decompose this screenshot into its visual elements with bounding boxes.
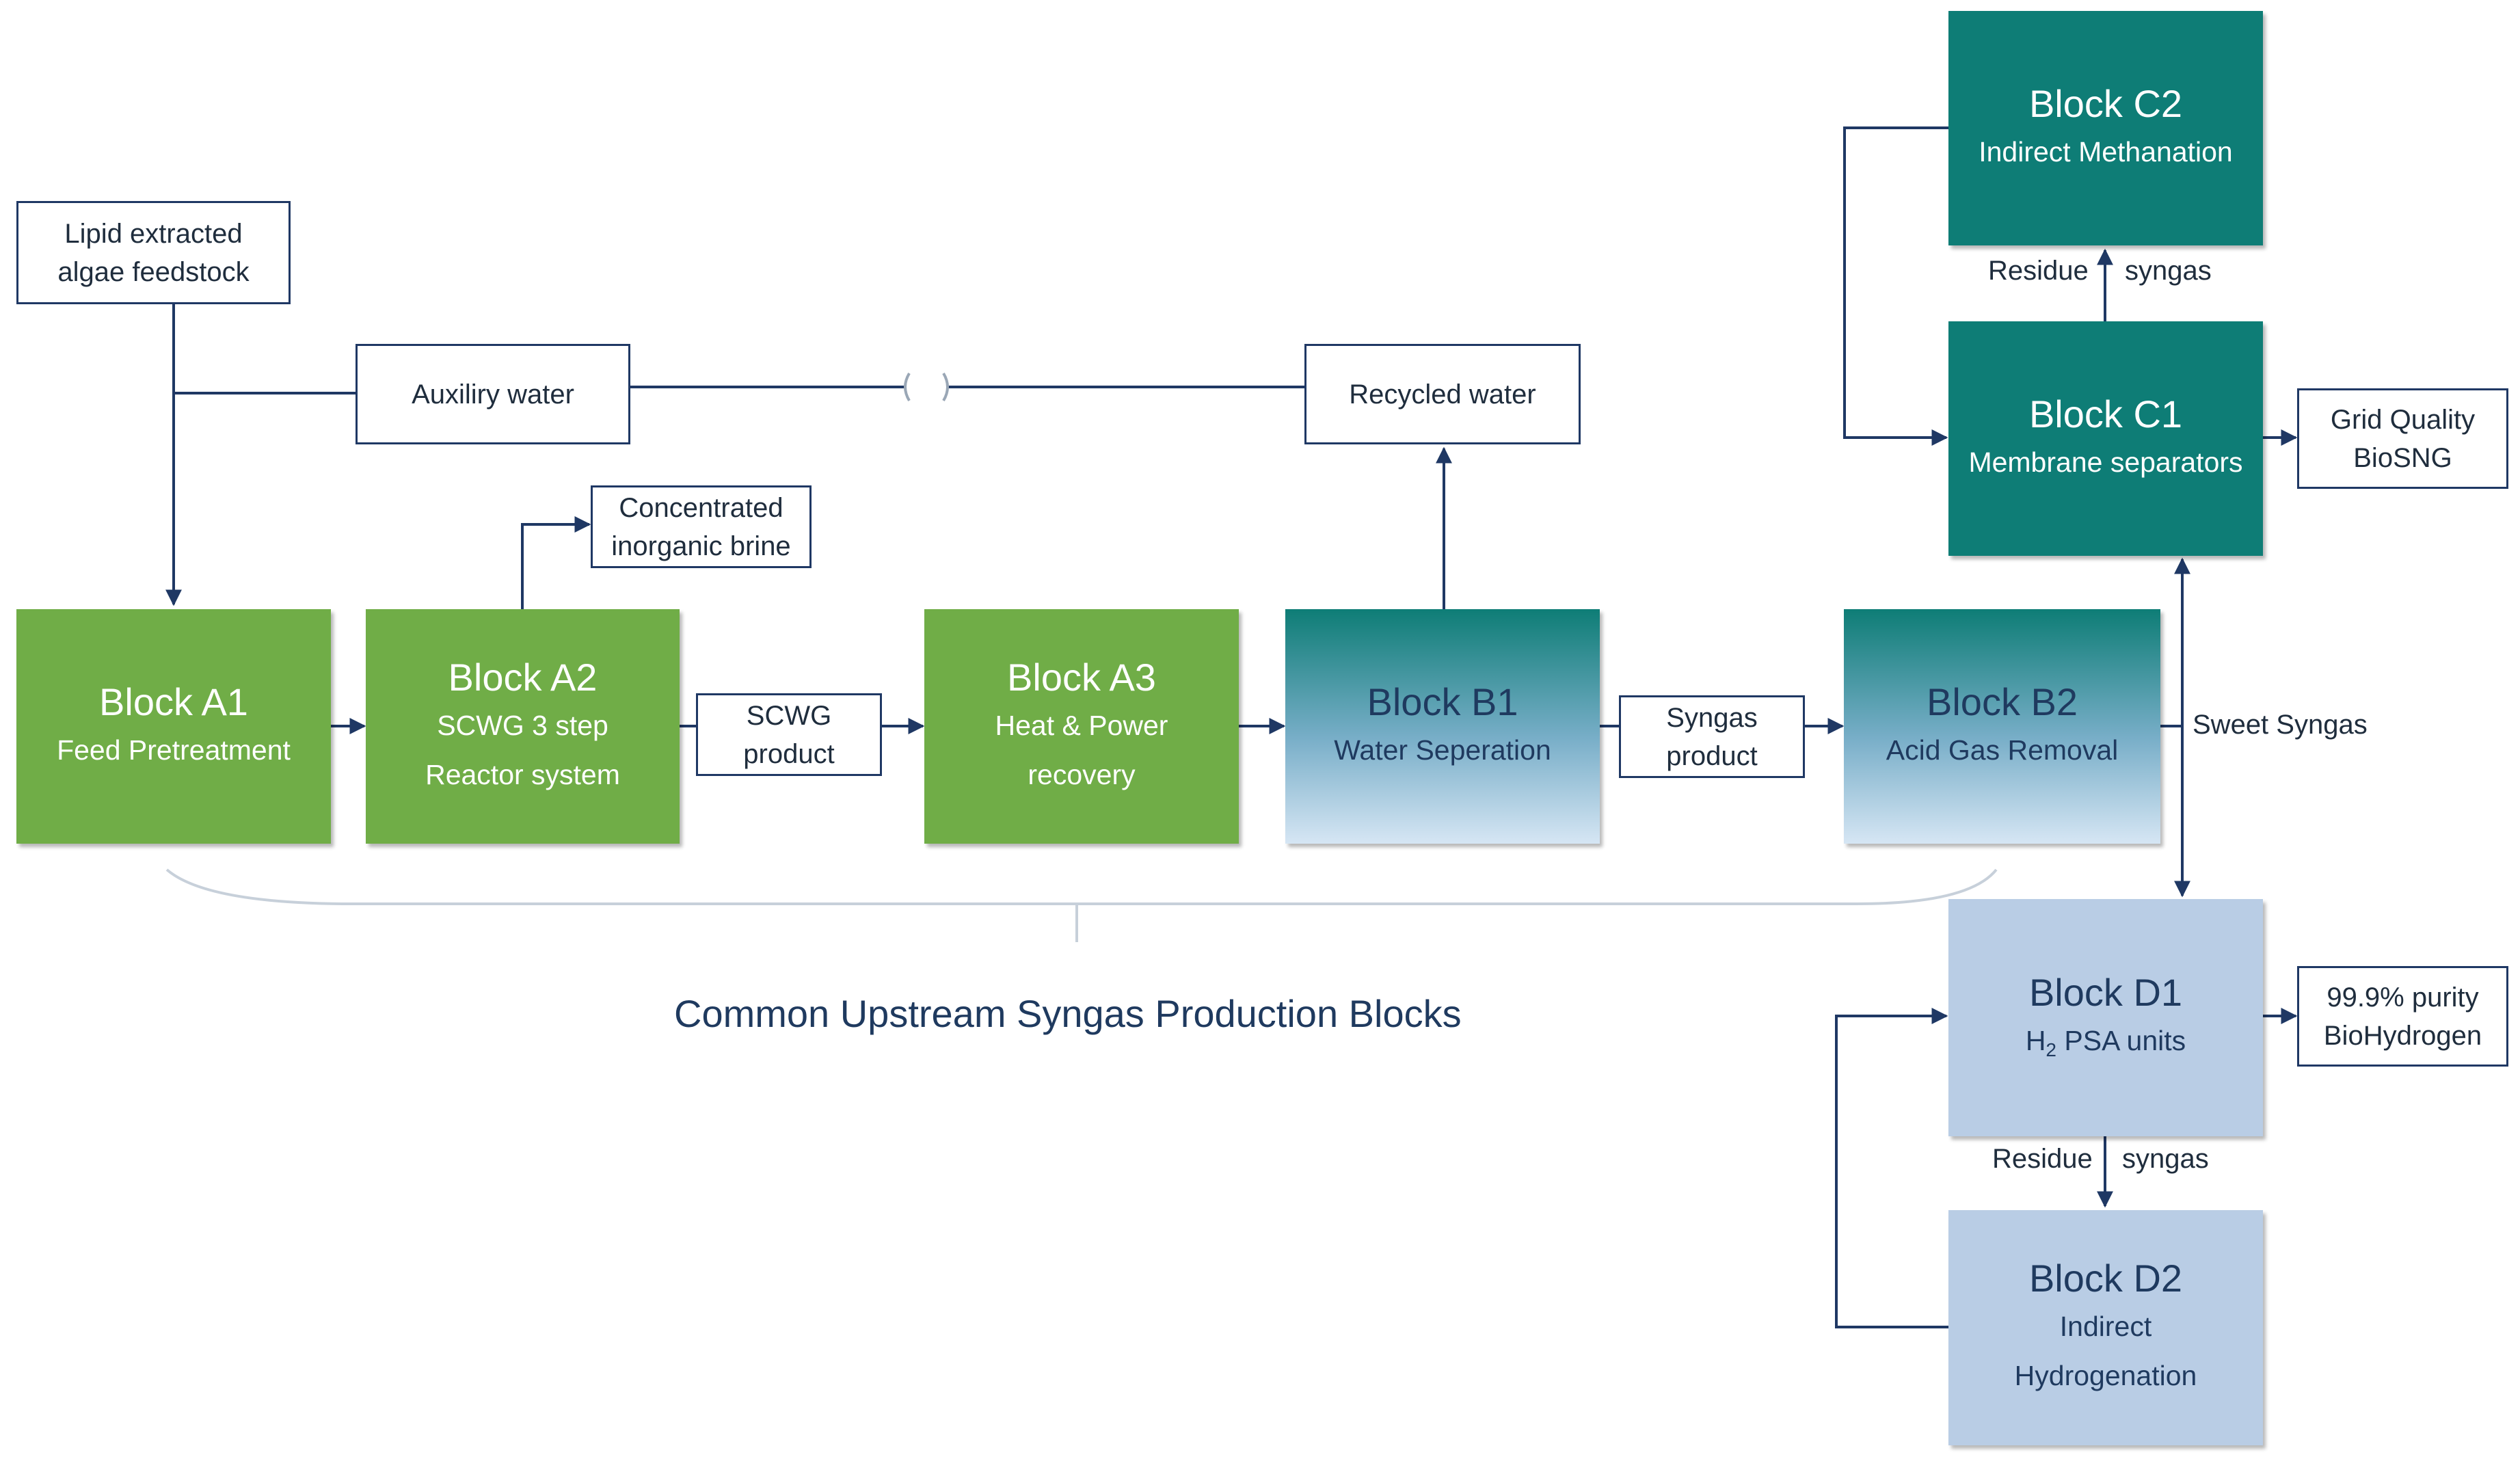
- block-d2-subtitle-line1: Indirect: [2059, 1311, 2152, 1343]
- block-d1-subtitle-subscript: 2: [2046, 1039, 2056, 1061]
- block-a3-title: Block A3: [1007, 655, 1156, 699]
- block-b2-subtitle: Acid Gas Removal: [1886, 734, 2119, 766]
- block-d1-subtitle-suffix: PSA units: [2056, 1024, 2186, 1056]
- syngas-product-line2: product: [1666, 740, 1758, 771]
- scwg-product-box: SCWG product: [696, 693, 882, 776]
- scwg-product-line1: SCWG: [746, 700, 832, 731]
- block-b2-title: Block B2: [1927, 680, 2078, 723]
- block-b1: Block B1 Water Seperation: [1285, 609, 1600, 844]
- block-c1-subtitle: Membrane separators: [1968, 446, 2243, 478]
- syngas-label-c: syngas: [2125, 256, 2212, 286]
- block-c2: Block C2 Indirect Methanation: [1948, 11, 2263, 245]
- block-a1-subtitle: Feed Pretreatment: [57, 734, 291, 766]
- a2-to-brine-arrow: [521, 516, 591, 609]
- recycled-water-label: Recycled water: [1349, 379, 1536, 410]
- block-a3: Block A3 Heat & Power recovery: [924, 609, 1239, 844]
- block-b1-title: Block B1: [1367, 680, 1518, 723]
- grid-biosng-line1: Grid Quality: [2330, 404, 2476, 435]
- block-a2-subtitle-line2: Reactor system: [425, 758, 620, 790]
- block-c1-title: Block C1: [2028, 392, 2183, 436]
- residue-label-c: Residue: [1988, 256, 2089, 286]
- block-d2-subtitle-line2: Hydrogenation: [2014, 1360, 2197, 1391]
- d2-residue-loop-arrow: [1835, 1008, 1948, 1328]
- block-a2-subtitle-line1: SCWG 3 step: [437, 709, 608, 741]
- upstream-group-brace: [165, 868, 1998, 905]
- line-crossing-break: [904, 372, 949, 402]
- syngas-product-box: Syngas product: [1619, 695, 1805, 778]
- block-a3-subtitle-line2: recovery: [1028, 758, 1136, 790]
- block-b2: Block B2 Acid Gas Removal: [1844, 609, 2160, 844]
- feedstock-box: Lipid extracted algae feedstock: [16, 201, 291, 304]
- biohydrogen-box: 99.9% purity BioHydrogen: [2297, 966, 2508, 1067]
- block-c1: Block C1 Membrane separators: [1948, 321, 2263, 556]
- block-d1: Block D1 H2 PSA units: [1948, 899, 2263, 1136]
- grid-biosng-box: Grid Quality BioSNG: [2297, 388, 2508, 489]
- feedstock-line2: algae feedstock: [57, 256, 250, 287]
- residue-label-d: Residue: [1992, 1144, 2093, 1174]
- block-d1-subtitle-prefix: H: [2025, 1024, 2046, 1056]
- syngas-product-line1: Syngas: [1666, 702, 1758, 733]
- block-a3-subtitle-line1: Heat & Power: [995, 709, 1168, 741]
- biohydrogen-line1: 99.9% purity: [2327, 982, 2479, 1013]
- block-d2-title: Block D2: [2028, 1257, 2183, 1300]
- scwg-product-line2: product: [743, 738, 835, 769]
- block-d1-title: Block D1: [2028, 970, 2183, 1014]
- c2-residue-loop-arrow: [1843, 126, 1948, 446]
- grid-biosng-line2: BioSNG: [2353, 442, 2452, 473]
- block-c2-subtitle: Indirect Methanation: [1979, 135, 2233, 168]
- block-a2-title: Block A2: [448, 655, 598, 699]
- block-d1-subtitle: H2 PSA units: [2026, 1017, 2186, 1067]
- block-b1-subtitle: Water Seperation: [1334, 734, 1551, 766]
- brine-box: Concentrated inorganic brine: [591, 485, 812, 568]
- upstream-group-label: Common Upstream Syngas Production Blocks: [674, 992, 1462, 1035]
- auxiliary-water-box: Auxiliry water: [356, 344, 630, 444]
- feedstock-line1: Lipid extracted: [64, 218, 243, 249]
- block-a2: Block A2 SCWG 3 step Reactor system: [366, 609, 680, 844]
- block-a1-title: Block A1: [99, 680, 248, 723]
- recycled-water-box: Recycled water: [1304, 344, 1581, 444]
- sweet-syngas-label: Sweet Syngas: [2193, 710, 2368, 740]
- block-c2-title: Block C2: [2028, 81, 2183, 125]
- biohydrogen-line2: BioHydrogen: [2323, 1020, 2482, 1051]
- block-a1: Block A1 Feed Pretreatment: [16, 609, 331, 844]
- block-d2: Block D2 Indirect Hydrogenation: [1948, 1210, 2263, 1445]
- brine-line2: inorganic brine: [611, 531, 791, 561]
- syngas-label-d: syngas: [2122, 1144, 2209, 1174]
- brine-line1: Concentrated: [619, 492, 783, 523]
- auxiliary-water-label: Auxiliry water: [412, 379, 574, 410]
